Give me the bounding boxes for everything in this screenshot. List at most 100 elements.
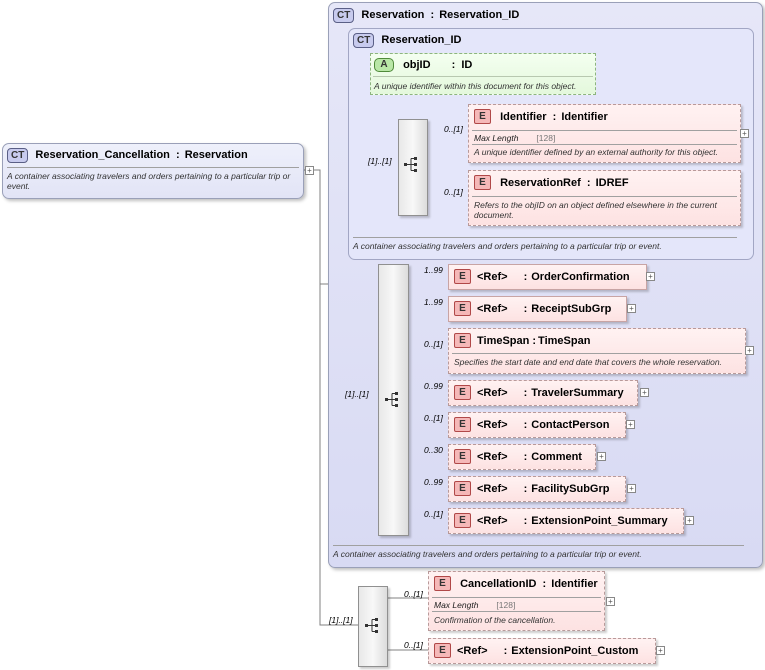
expand-icon[interactable]: + [627,304,636,313]
element-description: Refers to the objID on an object defined… [474,200,717,220]
attribute-objid[interactable]: A objID : ID A unique identifier within … [370,53,596,95]
identifier-expand-icon[interactable]: + [740,129,749,138]
element-icon: E [454,481,471,496]
type-separator: : [523,302,528,315]
root-header: CT Reservation_Cancellation : Reservatio… [7,148,248,163]
expand-icon[interactable]: + [626,420,635,429]
element-facilitysubgrp[interactable]: E <Ref>:FacilitySubGrp [448,476,626,502]
element-type: Identifier [561,110,608,123]
identifier-cardinality: 0..[1] [444,124,463,134]
facet-max-length: Max Length [128] [434,600,515,610]
sequence-cardinality: [1]..[1] [329,615,353,625]
item-cardinality: 1..99 [424,297,443,307]
expand-icon[interactable]: + [640,388,649,397]
element-name: Identifier [500,110,547,123]
divider [432,597,601,598]
element-name: CancellationID [460,577,537,590]
element-travelersummary[interactable]: E <Ref>:TravelerSummary [448,380,638,406]
type-separator: : [523,450,528,463]
expand-icon[interactable]: + [745,346,754,355]
element-icon: E [474,109,491,124]
sequence-compositor[interactable] [358,586,388,667]
root-complex-type-box[interactable]: CT Reservation_Cancellation : Reservatio… [2,143,304,199]
facet-value: [128] [536,133,556,143]
element-name: ReservationRef [500,176,581,189]
element-icon: E [434,643,451,658]
type-separator: : [430,9,435,22]
element-identifier[interactable]: E Identifier : Identifier Max Length[128… [468,104,741,163]
type-separator: : [503,644,508,657]
root-name: Reservation_Cancellation [35,149,170,162]
reservation-type: Reservation_ID [439,9,520,22]
reservation-header: CT Reservation : Reservation_ID [333,8,519,23]
reservation-id-name: Reservation_ID [381,34,462,47]
divider [472,130,737,131]
reservationref-cardinality: 0..[1] [444,187,463,197]
attribute-type: ID [461,58,473,71]
expand-icon[interactable]: + [646,272,655,281]
facet-label: Max Length [474,133,519,143]
element-ref: <Ref> [477,514,508,527]
item-cardinality: 1..99 [424,265,443,275]
expand-icon[interactable]: + [685,516,694,525]
facet-value: [128] [496,600,516,610]
element-receiptsubgrp[interactable]: E<Ref>:ReceiptSubGrp [448,296,627,322]
element-extensionpoint-custom[interactable]: E<Ref>:ExtensionPoint_Custom [428,638,656,664]
element-reservationref[interactable]: E ReservationRef : IDREF Refers to the o… [468,170,741,226]
sequence-icon [365,618,378,633]
cancellationid-cardinality: 0..[1] [404,589,423,599]
element-orderconfirmation[interactable]: E<Ref>:OrderConfirmation [448,264,647,290]
element-type: Identifier [551,577,598,590]
element-comment[interactable]: E <Ref>:Comment [448,444,596,470]
element-ref: <Ref> [477,482,508,495]
sequence-cardinality: [1]..[1] [368,156,392,166]
attribute-icon: A [374,58,394,72]
facet-label: Max Length [434,600,479,610]
element-ref: <Ref> [477,386,508,399]
element-type: TravelerSummary [531,386,624,399]
root-expand-icon[interactable]: + [305,166,314,175]
sequence-cardinality: [1]..[1] [345,389,369,399]
element-cancellationid[interactable]: E CancellationID : Identifier Max Length… [428,571,605,631]
item-cardinality: 0..99 [424,381,443,391]
root-description: A container associating travelers and or… [7,171,291,191]
item-cardinality: 0..[1] [424,339,443,349]
expand-icon[interactable]: + [597,452,606,461]
divider [7,167,299,168]
extensionpoint-custom-expand-icon[interactable]: + [656,646,665,655]
sequence-compositor[interactable] [398,119,428,216]
type-separator: : [523,270,528,283]
divider [373,76,593,77]
element-icon: E [454,417,471,432]
element-icon: E [454,385,471,400]
element-contactperson[interactable]: E<Ref>:ContactPerson [448,412,626,438]
element-type: FacilitySubGrp [531,482,610,495]
element-name: TimeSpan [477,334,530,347]
divider [472,196,737,197]
element-ref: <Ref> [457,644,488,657]
reservation-id-description: A container associating travelers and or… [353,241,662,251]
complex-type-icon: CT [353,33,375,48]
type-separator: : [523,482,528,495]
element-description: Confirmation of the cancellation. [434,615,556,625]
element-type: ExtensionPoint_Summary [531,514,668,527]
attribute-name: objID [403,58,431,71]
item-cardinality: 0..99 [424,477,443,487]
element-ref: <Ref> [477,270,508,283]
cancellationid-expand-icon[interactable]: + [606,597,615,606]
type-separator: : [542,577,547,590]
element-extensionpoint-summary[interactable]: E<Ref>:ExtensionPoint_Summary [448,508,684,534]
item-cardinality: 0..30 [424,445,443,455]
attribute-description: A unique identifier within this document… [374,81,577,91]
type-separator: : [523,386,528,399]
element-type: ContactPerson [531,418,610,431]
element-type: Comment [531,450,582,463]
item-cardinality: 0..[1] [424,413,443,423]
complex-type-icon: CT [7,148,29,163]
type-separator: : [175,149,180,162]
element-icon: E [454,449,471,464]
element-ref: <Ref> [477,450,508,463]
element-description: A unique identifier defined by an extern… [474,147,718,157]
expand-icon[interactable]: + [627,484,636,493]
